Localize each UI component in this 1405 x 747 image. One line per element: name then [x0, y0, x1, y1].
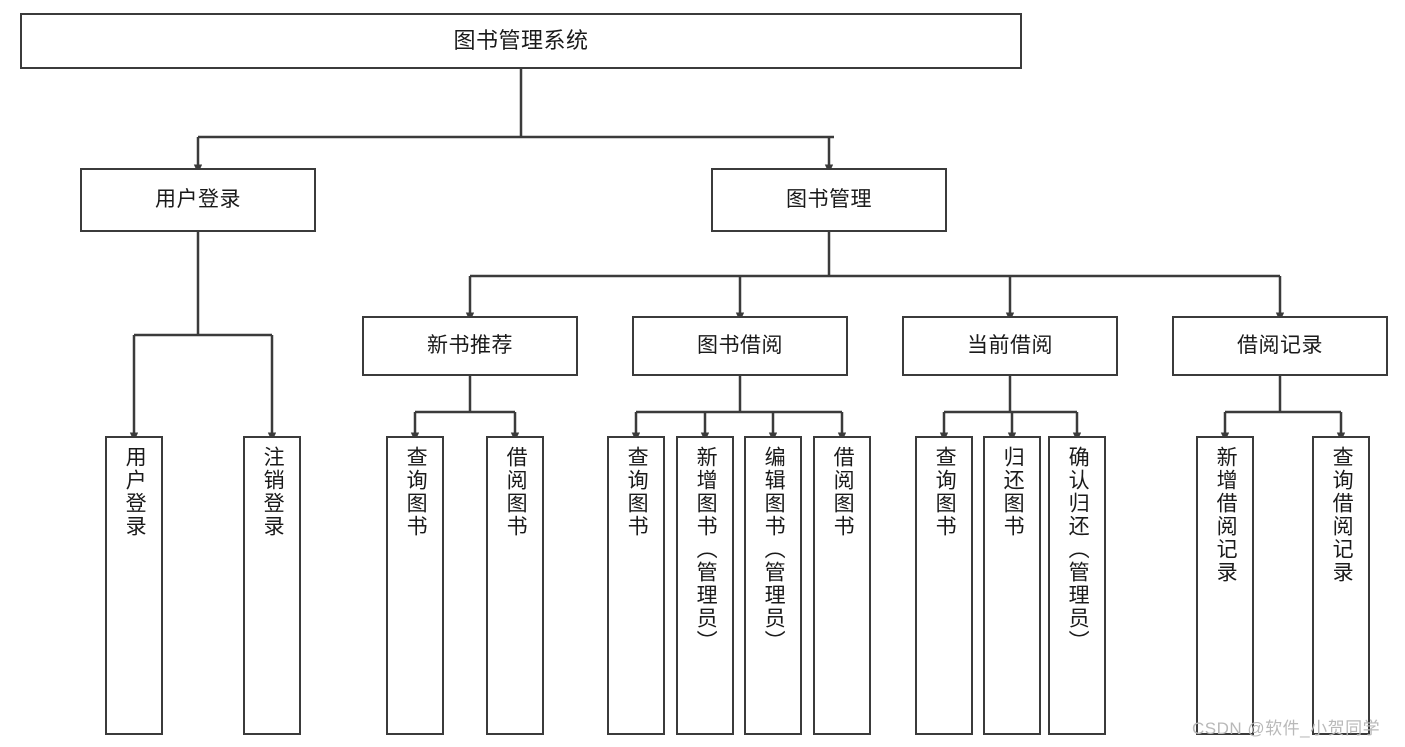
node-label-book-borrow: 图书借阅	[697, 333, 783, 357]
node-book-borrow[interactable]: 图书借阅	[632, 316, 848, 376]
node-label-leaf-query-record: 查询借阅记录	[1330, 446, 1354, 584]
node-current-borrow[interactable]: 当前借阅	[902, 316, 1118, 376]
node-label-leaf-query-book-rec: 查询图书	[404, 446, 428, 538]
node-leaf-query-book-rec[interactable]: 查询图书	[386, 436, 444, 735]
node-leaf-query-book-borrow[interactable]: 查询图书	[607, 436, 665, 735]
node-leaf-edit-book[interactable]: 编辑图书（管理员）	[744, 436, 802, 735]
node-label-leaf-logout: 注销登录	[261, 446, 285, 538]
node-label-current-borrow: 当前借阅	[967, 333, 1053, 357]
node-label-leaf-return-book: 归还图书	[1001, 446, 1025, 538]
node-label-leaf-query-book-cur: 查询图书	[933, 446, 957, 538]
node-label-leaf-borrow-book: 借阅图书	[831, 446, 855, 538]
node-label-leaf-edit-book: 编辑图书（管理员）	[762, 446, 786, 653]
node-leaf-query-book-cur[interactable]: 查询图书	[915, 436, 973, 735]
node-leaf-add-book[interactable]: 新增图书（管理员）	[676, 436, 734, 735]
node-leaf-query-record[interactable]: 查询借阅记录	[1312, 436, 1370, 735]
node-label-book-manage: 图书管理	[786, 187, 872, 211]
node-leaf-borrow-book[interactable]: 借阅图书	[813, 436, 871, 735]
node-label-leaf-query-book-borrow: 查询图书	[625, 446, 649, 538]
node-root[interactable]: 图书管理系统	[20, 13, 1022, 69]
node-leaf-user-login[interactable]: 用户登录	[105, 436, 163, 735]
node-leaf-logout[interactable]: 注销登录	[243, 436, 301, 735]
node-leaf-add-record[interactable]: 新增借阅记录	[1196, 436, 1254, 735]
node-new-book-rec[interactable]: 新书推荐	[362, 316, 578, 376]
node-leaf-borrow-book-rec[interactable]: 借阅图书	[486, 436, 544, 735]
node-borrow-record[interactable]: 借阅记录	[1172, 316, 1388, 376]
node-label-leaf-add-record: 新增借阅记录	[1214, 446, 1238, 584]
node-label-root: 图书管理系统	[453, 28, 589, 54]
node-user-login[interactable]: 用户登录	[80, 168, 316, 232]
node-label-leaf-borrow-book-rec: 借阅图书	[504, 446, 528, 538]
node-leaf-return-book[interactable]: 归还图书	[983, 436, 1041, 735]
node-label-leaf-confirm-return: 确认归还（管理员）	[1066, 446, 1090, 653]
node-leaf-confirm-return[interactable]: 确认归还（管理员）	[1048, 436, 1106, 735]
node-label-user-login: 用户登录	[155, 187, 241, 211]
node-label-new-book-rec: 新书推荐	[427, 333, 513, 357]
node-label-leaf-user-login: 用户登录	[123, 446, 147, 538]
node-label-borrow-record: 借阅记录	[1237, 333, 1323, 357]
node-book-manage[interactable]: 图书管理	[711, 168, 947, 232]
node-label-leaf-add-book: 新增图书（管理员）	[694, 446, 718, 653]
connector-group	[129, 69, 1346, 442]
